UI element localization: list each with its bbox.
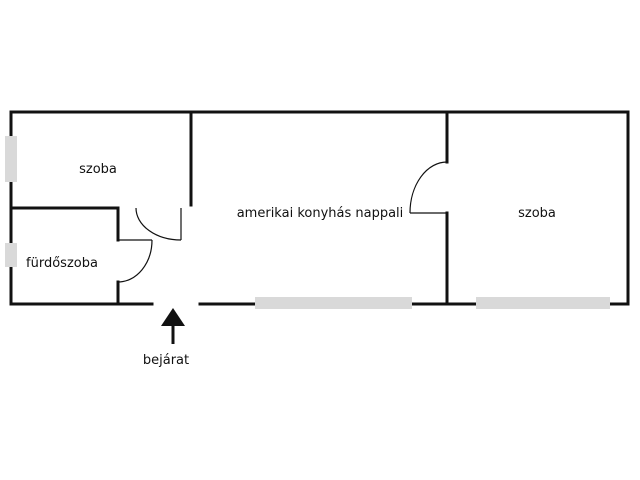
door-bedroom-left [135,207,182,241]
room-label-bedroom-right: szoba [518,206,556,221]
windows [5,136,610,309]
window-living [255,297,412,309]
door-bathroom [117,239,153,283]
entrance-label: bejárat [143,353,189,368]
window-bathroom [5,243,17,267]
door-bedroom-right [409,161,448,214]
room-label-living-kitchen: amerikai konyhás nappali [237,206,404,221]
window-bedroom-right [476,297,610,309]
room-label-bedroom-left: szoba [79,162,117,177]
interior-walls [9,110,449,306]
room-label-bathroom: fürdőszoba [26,256,98,271]
window-bedroom-left [5,136,17,182]
door-swing-arc [409,161,448,214]
door-swing-arc [135,207,182,241]
entrance-arrow-icon [161,308,185,344]
door-swing-arc [117,239,153,283]
